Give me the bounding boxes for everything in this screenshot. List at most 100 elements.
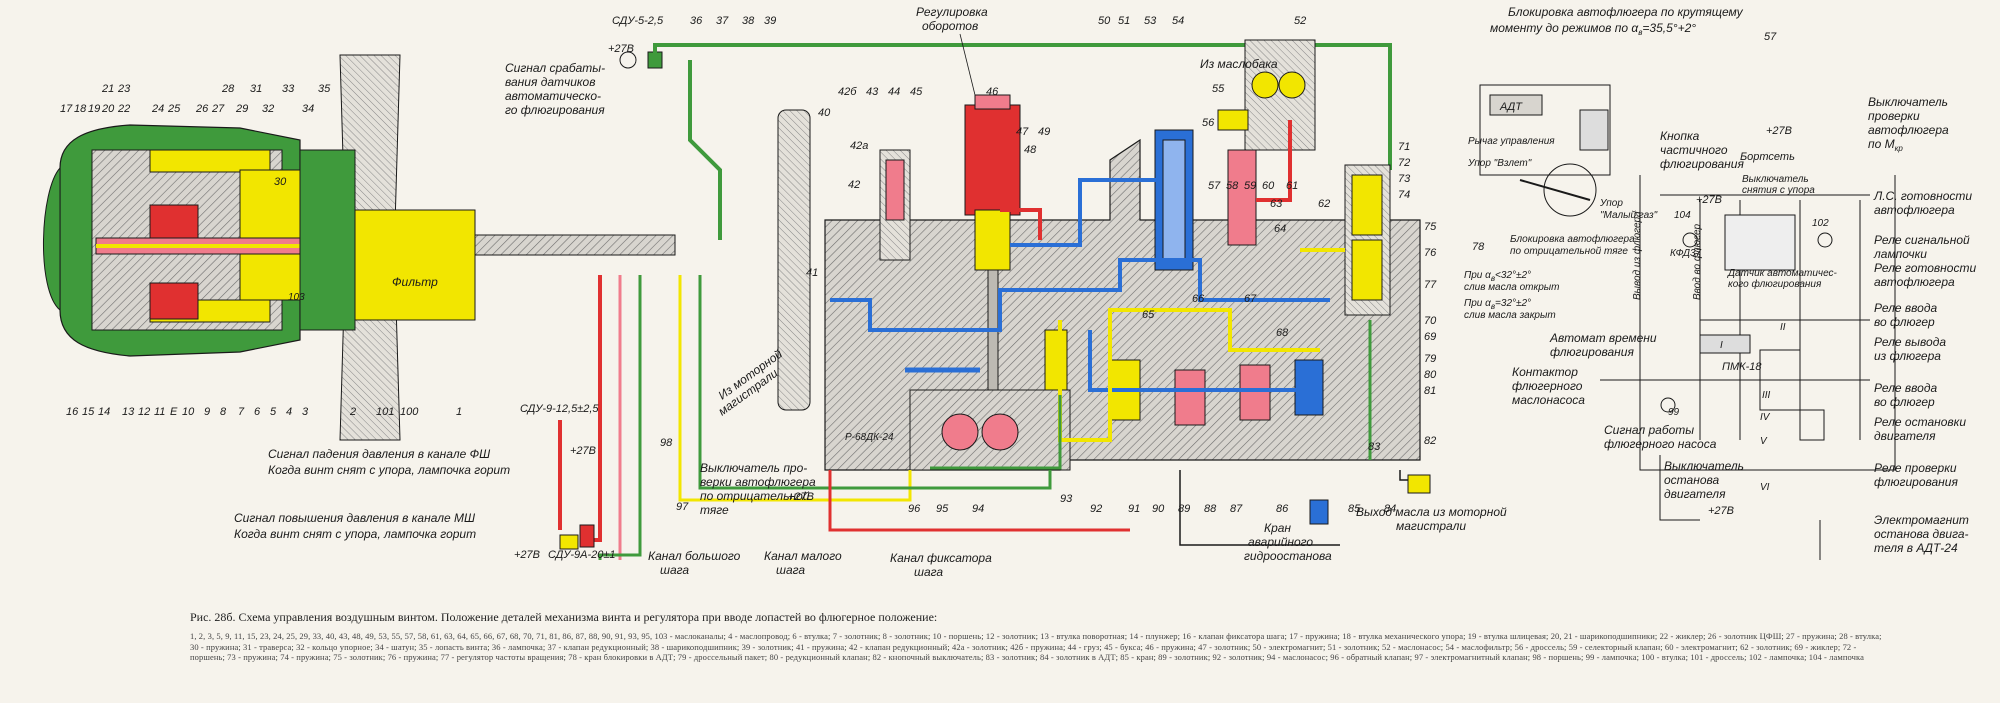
relay-signal-l2: лампочки	[1873, 247, 1927, 261]
oil-open-l1: При αв<32°±2°	[1464, 270, 1531, 283]
electrical-scheme	[1600, 175, 1896, 560]
num-73: 73	[1398, 173, 1411, 185]
num-84: 84	[1384, 503, 1396, 515]
switch-mkr-kr: кр	[1895, 144, 1904, 153]
plus27-2: +27В	[1766, 125, 1792, 137]
top-mid-labels: Регулировка оборотов 50 51 53 54 52 Из м…	[916, 5, 1777, 96]
rn-IV: IV	[1760, 412, 1771, 423]
signal-sensors-l2: вания датчиков	[505, 75, 596, 89]
num-15: 15	[82, 406, 95, 418]
vvod-label: Ввод во флюгер	[1691, 223, 1703, 300]
oil-open-l2: слив масла открыт	[1464, 282, 1559, 293]
switch-stop-l2: останова	[1664, 473, 1719, 487]
num-62: 62	[1318, 198, 1330, 210]
num-13: 13	[122, 406, 135, 418]
num-37: 37	[716, 15, 729, 27]
caption-body: 1, 2, 3, 5, 9, 11, 15, 23, 24, 25, 29, 3…	[190, 631, 1882, 662]
num-55: 55	[1212, 83, 1225, 95]
num-49: 49	[1038, 126, 1050, 138]
num-14: 14	[98, 406, 110, 418]
channel-small-l2: шага	[776, 563, 805, 577]
relay-stop-l2: двигателя	[1874, 429, 1936, 443]
block-torque-l2c: =35,5°+2°	[1642, 21, 1696, 35]
channel-big-l2: шага	[660, 563, 689, 577]
num-9: 9	[204, 406, 210, 418]
block-torque-l2: моменту до режимов по αв=35,5°+2°	[1490, 21, 1696, 37]
num-92: 92	[1090, 503, 1102, 515]
num-91: 91	[1128, 503, 1140, 515]
figure-caption: Рис. 28б. Схема управления воздушным вин…	[190, 610, 1890, 663]
num-78: 78	[1472, 241, 1485, 253]
num-E: E	[170, 406, 178, 418]
num-29: 29	[235, 103, 248, 115]
num-43: 43	[866, 86, 879, 98]
num-24: 24	[151, 103, 164, 115]
bottom-labels: СДУ-9-12,5±2,5 +27В Сигнал падения давле…	[234, 346, 1507, 579]
bortset-label: Бортсеть	[1740, 151, 1795, 163]
rn-II: II	[1780, 322, 1786, 333]
num-66: 66	[1192, 293, 1205, 305]
channel-fix-l2: шага	[914, 565, 943, 579]
num-89: 89	[1178, 503, 1190, 515]
switch-stop-l1: Выключатель	[1664, 459, 1744, 473]
num-57: 57	[1764, 31, 1777, 43]
num-76: 76	[1424, 247, 1437, 259]
num-12: 12	[138, 406, 150, 418]
num-2: 2	[349, 406, 356, 418]
oil-channels-bottom	[558, 275, 1431, 560]
num-46: 46	[986, 86, 999, 98]
stop-small-gas-l1: Упор	[1599, 198, 1623, 209]
electromagnet-l3: теля в АДТ-24	[1874, 541, 1958, 555]
vyvod-label: Вывод из флюгера	[1631, 211, 1643, 300]
block-neg-l2: по отрицательной тяге	[1510, 246, 1628, 257]
num-80: 80	[1424, 369, 1437, 381]
signal-msh-l1: Сигнал повышения давления в канале МШ	[234, 511, 476, 525]
from-oil-tank: Из маслобака	[1200, 57, 1278, 71]
num-67: 67	[1244, 293, 1257, 305]
num-68: 68	[1276, 327, 1289, 339]
num-100: 100	[400, 406, 419, 418]
num-58: 58	[1226, 180, 1239, 192]
switch-mkr-l3: автофлюгера	[1868, 123, 1949, 137]
num-72: 72	[1398, 157, 1410, 169]
switch-stop-l3: двигателя	[1664, 487, 1726, 501]
relay-ready-l2: автофлюгера	[1874, 275, 1955, 289]
pump-label: Р-68ДК-24	[845, 432, 894, 443]
oil-exit-l2: магистрали	[1396, 519, 1466, 533]
channel-small-l1: Канал малого	[764, 549, 842, 563]
signal-sensors-l3: автоматическо-	[505, 89, 601, 103]
num-10: 10	[182, 406, 195, 418]
num-42: 42	[848, 179, 860, 191]
relay-out-l2: из флюгера	[1874, 349, 1941, 363]
signal-fsh-l2: Когда винт снят с упора, лампочка горит	[268, 463, 510, 477]
plus27-4: +27В	[1696, 194, 1722, 206]
num-75: 75	[1424, 221, 1437, 233]
num-99: 99	[1668, 407, 1680, 418]
signal-sensors-l1: Сигнал срабаты-	[505, 61, 605, 75]
sdu5-label: СДУ-5-2,5	[612, 15, 664, 27]
relay-in2-l2: во флюгер	[1874, 395, 1935, 409]
num-42a: 42а	[850, 140, 868, 152]
relay-stop-l1: Реле остановки	[1874, 415, 1966, 429]
num-31: 31	[250, 83, 262, 95]
relay-in-l1: Реле ввода	[1874, 301, 1937, 315]
block-torque-l2b: в	[1638, 28, 1642, 37]
num-59: 59	[1244, 180, 1256, 192]
num-19: 19	[88, 103, 100, 115]
ls-ready-l2: автофлюгера	[1874, 203, 1955, 217]
switch-mkr-l1: Выключатель	[1868, 95, 1948, 109]
num-21: 21	[101, 83, 114, 95]
num-27: 27	[211, 103, 225, 115]
sdu9a-label: СДУ-9А-20±1	[548, 549, 616, 561]
num-34: 34	[302, 103, 314, 115]
switch-mkr-l2: проверки	[1868, 109, 1920, 123]
contactor-l1: Контактор	[1512, 365, 1578, 379]
num-8: 8	[220, 406, 227, 418]
num-101: 101	[376, 406, 394, 418]
sensor-sdu5: СДУ-5-2,5 +27В 36 37 38 39 Сигнал срабат…	[505, 15, 776, 117]
electrical-labels: Кнопка частичного флюгирования +27В Борт…	[1512, 95, 1976, 555]
relay-in-l2: во флюгер	[1874, 315, 1935, 329]
num-103: 103	[288, 292, 305, 303]
num-94: 94	[972, 503, 984, 515]
num-88: 88	[1204, 503, 1217, 515]
